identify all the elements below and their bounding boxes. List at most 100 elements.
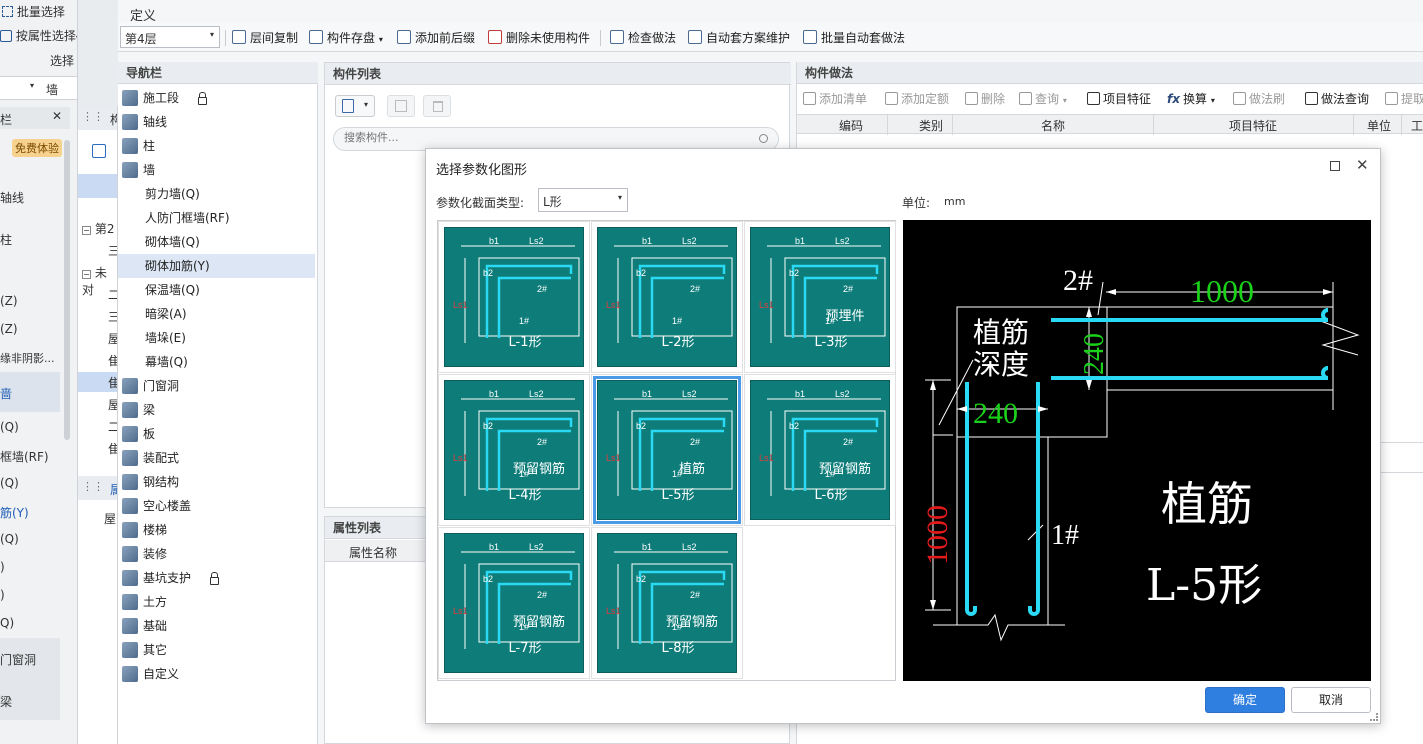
left-item[interactable]: 框墙(RF) — [0, 450, 49, 464]
method-query-button[interactable]: 做法查询 — [1305, 89, 1369, 109]
drag-handle-icon[interactable]: ⋮⋮ — [82, 110, 104, 123]
nav-item[interactable]: 墙 — [118, 158, 315, 182]
left-item[interactable]: 柱 — [0, 233, 13, 247]
extract-button[interactable]: 提取 — [1385, 89, 1423, 109]
left-item[interactable]: (Q) — [0, 420, 19, 434]
add-quota-button[interactable]: 添加定额 — [885, 89, 949, 109]
maximize-icon[interactable] — [1330, 161, 1340, 171]
left-scrollbar[interactable] — [64, 140, 70, 440]
batch-select-button[interactable]: 批量选择 — [2, 3, 65, 20]
table-row[interactable]: 二 — [108, 418, 117, 435]
search-icon[interactable] — [759, 134, 768, 143]
nav-item[interactable]: 剪力墙(Q) — [145, 187, 200, 201]
batch-auto-method-button[interactable]: 批量自动套做法 — [803, 28, 905, 48]
nav-item[interactable]: 墙垛(E) — [145, 331, 186, 345]
floor-select[interactable]: 第4层 ▾ — [120, 26, 220, 48]
table-row[interactable]: 隹 — [108, 352, 117, 369]
wall-dropdown[interactable]: 墙 ▾ — [0, 76, 77, 100]
delete-unused-button[interactable]: 删除未使用构件 — [488, 28, 590, 48]
nav-item[interactable]: 装配式 — [118, 446, 315, 470]
nav-item[interactable]: 空心楼盖 — [118, 494, 315, 518]
table-row[interactable]: 屋 — [108, 396, 117, 413]
nav-item[interactable]: 人防门框墙(RF) — [145, 211, 230, 225]
new-component-button[interactable]: ▾ — [335, 95, 375, 117]
check-method-button[interactable]: 检查做法 — [610, 28, 676, 48]
delete-button[interactable]: 删除 — [965, 89, 1005, 109]
left-item[interactable]: ) — [0, 560, 5, 574]
menu-define[interactable]: 定义 — [130, 9, 157, 24]
nav-item[interactable]: 暗梁(A) — [145, 307, 187, 321]
nav-item[interactable]: 钢结构 — [118, 470, 315, 494]
nav-item[interactable]: 板 — [118, 422, 315, 446]
left-item[interactable]: (Z) — [0, 322, 18, 336]
nav-item[interactable]: 柱 — [118, 134, 315, 158]
nav-item[interactable]: 砌体墙(Q) — [145, 235, 200, 249]
free-trial-badge[interactable]: 免费体验 — [12, 139, 62, 157]
close-icon[interactable]: ✕ — [52, 109, 63, 123]
left-item[interactable]: ) — [0, 588, 5, 602]
nav-item[interactable]: 幕墙(Q) — [145, 355, 188, 369]
auto-scheme-button[interactable]: 自动套方案维护 — [688, 28, 790, 48]
method-brush-button[interactable]: 做法刷 — [1233, 89, 1285, 109]
nav-item[interactable]: 门窗洞 — [118, 374, 315, 398]
left-item[interactable]: Q) — [0, 616, 15, 630]
left-item[interactable]: (Q) — [0, 532, 19, 546]
left-item[interactable]: 筋(Y) — [0, 506, 29, 520]
collapse-icon[interactable]: − — [82, 270, 91, 279]
add-list-button[interactable]: 添加清单 — [803, 89, 867, 109]
delete-component-button[interactable] — [423, 95, 451, 117]
nav-item[interactable]: 基础 — [118, 614, 315, 638]
table-row[interactable]: 三 — [108, 242, 117, 259]
cancel-button[interactable]: 取消 — [1291, 687, 1371, 713]
nav-item[interactable]: 轴线 — [118, 110, 315, 134]
nav-item[interactable]: 梁 — [118, 398, 315, 422]
resize-grip-icon[interactable] — [1370, 713, 1378, 721]
query-button[interactable]: 查询 ▾ — [1019, 89, 1067, 109]
section-type-select[interactable]: L形 ▾ — [538, 188, 628, 212]
add-icon[interactable] — [92, 144, 106, 158]
add-prefix-suffix-button[interactable]: 添加前后缀 — [397, 28, 475, 48]
nav-item[interactable]: 施工段 — [118, 86, 315, 110]
table-row[interactable]: − 未对 — [82, 266, 107, 297]
nav-item[interactable]: 保温墙(Q) — [145, 283, 200, 297]
drag-handle-icon[interactable]: ⋮⋮ — [82, 480, 104, 493]
table-row[interactable]: 二 — [108, 286, 117, 303]
left-item[interactable]: 门窗洞 — [0, 653, 37, 667]
table-row[interactable]: 屋 — [108, 330, 117, 347]
left-item[interactable]: 缘非阴影... — [0, 352, 55, 365]
item-feature-button[interactable]: 项目特征 — [1087, 89, 1151, 109]
copy-between-floors-button[interactable]: 层间复制 — [232, 28, 298, 48]
table-row[interactable]: − 第2 — [82, 222, 115, 236]
left-item[interactable]: (Z) — [0, 294, 18, 308]
table-row[interactable]: 隹 — [108, 374, 117, 391]
nav-item[interactable]: 楼梯 — [118, 518, 315, 542]
left-item[interactable]: 轴线 — [0, 191, 25, 205]
left-item[interactable]: (Q) — [0, 476, 19, 490]
copy-component-button[interactable] — [387, 95, 415, 117]
left-item[interactable]: 梁 — [0, 695, 13, 709]
tree-selected-row[interactable] — [78, 174, 117, 198]
nav-item[interactable]: 土方 — [118, 590, 315, 614]
nav-item[interactable]: 砌体加筋(Y) — [118, 254, 315, 278]
nav-item[interactable]: 装修 — [118, 542, 315, 566]
nav-item[interactable]: 基坑支护 — [118, 566, 315, 590]
close-icon[interactable]: ✕ — [1356, 156, 1369, 174]
left-item[interactable]: 啬 — [0, 387, 13, 401]
ok-button[interactable]: 确定 — [1205, 687, 1285, 713]
collapse-icon[interactable]: − — [82, 226, 91, 235]
nav-item[interactable]: 其它 — [118, 638, 315, 662]
save-component-button[interactable]: 构件存盘 ▾ — [309, 28, 383, 48]
table-row[interactable]: 隹 — [108, 440, 117, 457]
select-by-attr-button[interactable]: 按属性选择▾ — [0, 27, 77, 44]
table-row[interactable]: 三 — [108, 308, 117, 325]
search-input[interactable] — [344, 131, 724, 144]
nav-item[interactable]: 自定义 — [118, 662, 315, 686]
